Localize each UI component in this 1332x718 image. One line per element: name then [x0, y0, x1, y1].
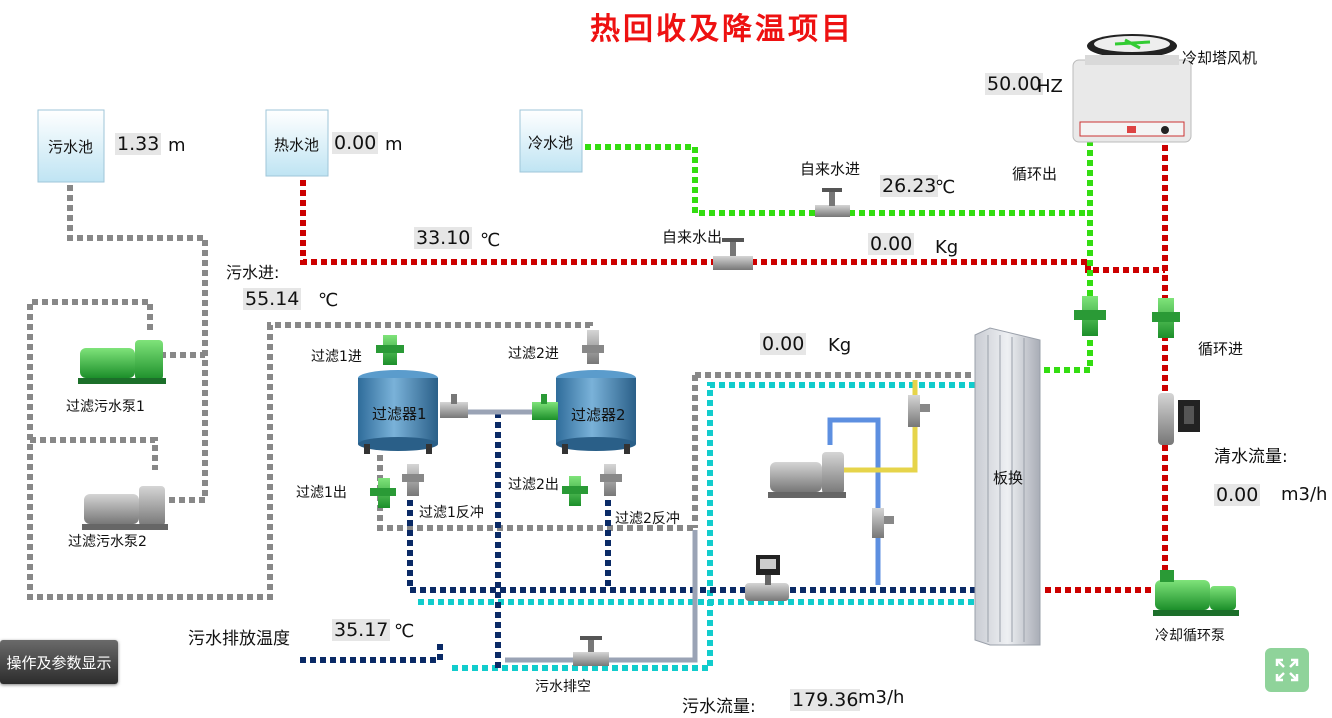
discharge-temp-label: 污水排放温度: [188, 629, 290, 649]
sewage-in-label: 污水进:: [226, 263, 280, 282]
cooling-tower-freq-unit: HZ: [1037, 76, 1063, 97]
cooling-tower: [1072, 34, 1192, 143]
tap-in-label: 自来水进: [800, 160, 861, 178]
filter2-tank: [556, 370, 636, 454]
mid-kg-unit: Kg: [828, 335, 852, 356]
valve-loop-out: [1074, 296, 1106, 336]
sewage-pump1-label: 过滤污水泵1: [66, 399, 145, 415]
sewage-flow-label: 污水流量:: [682, 697, 756, 717]
hot-pool: [265, 109, 329, 177]
filter1-backwash-label: 过滤1反冲: [419, 505, 484, 521]
valve-filter2-out: [562, 476, 588, 506]
valve-filter2-backwash: [600, 464, 622, 496]
filter2-out-label: 过滤2出: [508, 477, 559, 493]
valve-filter1-filter2: [532, 394, 558, 420]
cooling-pump: [1153, 570, 1239, 616]
sewage-flow-value: 179.36: [790, 689, 861, 711]
cold-pool-label: 冷水池: [528, 134, 574, 152]
plate-hx-label: 板换: [993, 469, 1024, 487]
filter1-out-label: 过滤1出: [296, 485, 347, 501]
mid-kg: 0.00: [760, 333, 807, 355]
valve-loop-in: [1152, 298, 1180, 338]
discharge-temp-value: 35.17: [332, 619, 391, 641]
valve-filter1-backwash: [402, 464, 424, 496]
clean-flowmeter: [1158, 393, 1200, 445]
hot-pool-label: 热水池: [274, 136, 320, 154]
tap-out-temp: 33.10: [414, 227, 473, 249]
sewage-pool-level: 1.33: [115, 133, 162, 155]
sewage-pool-label: 污水池: [48, 138, 94, 156]
clean-flow-value: 0.00: [1214, 484, 1261, 506]
ops-params-button[interactable]: 操作及参数显示: [0, 640, 118, 684]
sewage-pump2-label: 过滤污水泵2: [68, 534, 147, 550]
hot-pool-level: 0.00: [332, 132, 379, 154]
discharge-temp-unit: ℃: [394, 621, 415, 642]
filter1-in-label: 过滤1进: [311, 349, 362, 365]
tap-out-label: 自来水出: [662, 228, 723, 246]
sewage-pool-unit: m: [168, 135, 186, 156]
clean-flow-label: 清水流量:: [1214, 447, 1288, 467]
tap-out-kg-unit: Kg: [935, 237, 959, 258]
sewage-flow-unit: m3/h: [858, 687, 905, 708]
hot-pool-unit: m: [385, 134, 403, 155]
sewage-pipes: [27, 185, 975, 600]
filter1-tank: [358, 370, 438, 454]
valve-filter1-in: [376, 335, 404, 365]
tap-in-temp: 26.23: [880, 175, 939, 197]
tap-out-kg: 0.00: [868, 233, 915, 255]
cold-pipes: [585, 140, 1093, 373]
valve-filter1-out: [370, 478, 396, 508]
sewage-pump2: [82, 486, 168, 530]
sewage-pool: [37, 109, 105, 183]
sewage-in-temp: 55.14: [243, 288, 302, 310]
drain-label: 污水排空: [535, 679, 591, 695]
valve-blue-line: [872, 508, 894, 538]
expand-icon: [1275, 658, 1299, 682]
sewage-in-temp-unit: ℃: [318, 290, 339, 311]
sewage-pump1: [78, 340, 166, 384]
tap-out-temp-unit: ℃: [480, 230, 501, 251]
valve-drain: [573, 636, 609, 666]
loop-out-label: 循环出: [1012, 165, 1058, 183]
cooling-tower-label: 冷却塔风机: [1182, 49, 1258, 67]
page-title: 热回收及降温项目: [590, 12, 854, 47]
filter2-backwash-label: 过滤2反冲: [615, 511, 680, 527]
valves: [370, 188, 1180, 666]
valve-filter1-side: [440, 394, 468, 418]
valve-tap-in: [815, 188, 850, 217]
filter2-label: 过滤器2: [571, 406, 626, 424]
clean-pipes: [418, 382, 985, 671]
filter1-label: 过滤器1: [372, 405, 427, 423]
plate-heat-exchanger: [974, 327, 1041, 646]
cooling-tower-freq: 50.00: [985, 73, 1044, 95]
valve-filter2-in: [582, 330, 604, 364]
local-pump: [768, 452, 846, 498]
sewage-flowmeter: [745, 555, 789, 601]
filter2-in-label: 过滤2进: [508, 346, 559, 362]
fullscreen-button[interactable]: [1265, 648, 1309, 692]
valve-tap-out: [713, 238, 753, 270]
cooling-pump-label: 冷却循环泵: [1155, 628, 1225, 644]
clean-flow-unit: m3/h: [1281, 484, 1328, 505]
cold-pool: [519, 109, 583, 173]
hot-pipes: [300, 145, 1168, 593]
tap-in-temp-unit: ℃: [935, 177, 956, 198]
valve-yellow-line: [908, 395, 930, 427]
loop-in-label: 循环进: [1198, 340, 1244, 358]
